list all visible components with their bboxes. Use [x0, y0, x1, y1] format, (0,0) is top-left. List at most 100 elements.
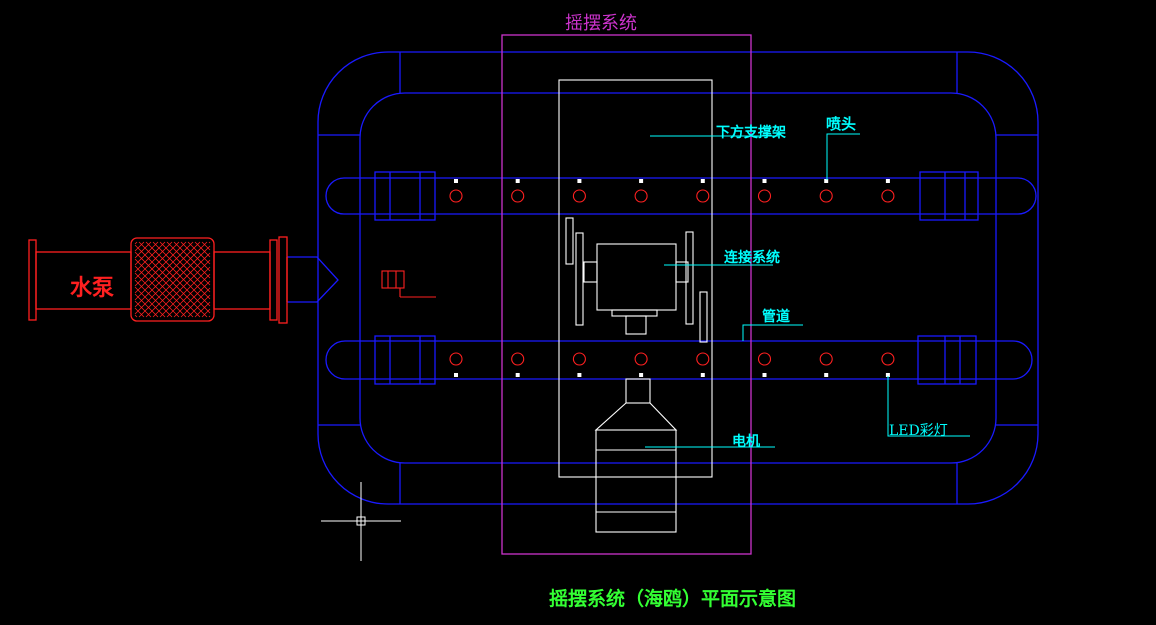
mesh-line [134, 241, 180, 287]
lower-nozzle-3 [572, 352, 586, 366]
upper-nozzle-3 [572, 189, 586, 203]
lower-nozzle-pipe [325, 340, 1033, 380]
upper-led-1 [454, 179, 458, 183]
upper-led-row [454, 179, 890, 183]
nozzle-label: 喷头 [826, 115, 857, 133]
lower-nozzle-7 [819, 352, 833, 366]
mesh-line [134, 244, 208, 318]
mesh-line [134, 241, 201, 308]
mesh-line [134, 241, 145, 252]
lower-support-label: 下方支撑架 [716, 125, 786, 141]
mesh-line [159, 266, 211, 318]
upper-nozzle-row [449, 189, 895, 203]
lower-led-1 [454, 373, 458, 377]
mesh-line [152, 259, 211, 318]
mesh-line [134, 241, 194, 301]
leader-nozzle [826, 133, 860, 180]
lower-nozzle-8 [881, 352, 895, 366]
led-light-label: LED彩灯 [889, 423, 948, 439]
mesh-line [187, 294, 211, 318]
mesh-line [134, 293, 159, 318]
upper-nozzle-4 [634, 189, 648, 203]
lower-nozzle-row [449, 352, 895, 366]
mesh-line [201, 308, 211, 318]
mesh-line [173, 241, 211, 279]
swing-system-boundary [501, 34, 752, 555]
lower-left-coupling [374, 335, 436, 385]
upper-led-8 [885, 179, 890, 183]
mesh-line [145, 241, 211, 307]
mesh-line [173, 280, 211, 318]
outer-pipe-loop [317, 51, 1039, 505]
mesh-line [134, 241, 159, 266]
mesh-line [134, 241, 166, 273]
upper-nozzle-7 [819, 189, 833, 203]
upper-led-4 [639, 179, 644, 183]
mesh-line [166, 273, 211, 318]
upper-nozzle-1 [449, 189, 463, 203]
upper-right-coupling [919, 171, 979, 221]
lower-led-6 [762, 373, 767, 377]
leader-lines [645, 133, 970, 448]
cad-crosshair-cursor [321, 482, 401, 561]
connection-system-label: 连接系统 [724, 250, 780, 266]
upper-left-coupling [374, 171, 436, 221]
upper-led-2 [515, 179, 520, 183]
lower-led-4 [639, 373, 644, 377]
upper-led-5 [700, 179, 705, 183]
valve-symbol [381, 270, 436, 298]
mesh-line [138, 245, 211, 318]
mesh-line [138, 241, 211, 314]
lower-led-5 [700, 373, 705, 377]
lower-right-coupling [917, 335, 977, 385]
mesh-line [159, 241, 211, 293]
mesh-line [134, 307, 145, 318]
mesh-line [134, 258, 194, 318]
mesh-line [134, 241, 173, 280]
mesh-line [194, 241, 211, 258]
mesh-line [145, 252, 211, 318]
upper-nozzle-2 [511, 189, 525, 203]
upper-led-3 [577, 179, 582, 183]
pump-mesh-pattern [134, 241, 211, 318]
lower-nozzle-1 [449, 352, 463, 366]
upper-nozzle-6 [757, 189, 772, 203]
mesh-line [201, 241, 211, 251]
lower-led-7 [824, 373, 829, 377]
mesh-line [180, 287, 211, 318]
mesh-line [208, 241, 211, 244]
lower-nozzle-6 [757, 352, 772, 366]
mesh-line [152, 241, 211, 300]
lower-nozzle-4 [634, 352, 648, 366]
mesh-line [134, 314, 138, 318]
motor-label: 电机 [732, 434, 760, 450]
swing-system-label: 摇摆系统 [565, 13, 637, 34]
lower-led-8 [885, 373, 890, 377]
pump-inlet-taper [287, 256, 339, 303]
water-pump-label: 水泵 [70, 276, 115, 301]
mesh-line [187, 241, 211, 265]
upper-nozzle-8 [881, 189, 895, 203]
lower-nozzle-2 [511, 352, 525, 366]
upper-led-7 [824, 179, 829, 183]
mesh-line [134, 241, 208, 315]
leader-pipe [742, 324, 803, 341]
mesh-line [134, 279, 173, 318]
lower-nozzle-5 [696, 352, 710, 366]
mesh-line [166, 241, 211, 286]
mesh-line [208, 315, 211, 318]
mesh-line [134, 272, 180, 318]
leader-led [887, 376, 970, 437]
mesh-line [134, 241, 138, 245]
pump-mesh-housing [130, 237, 215, 322]
drawing-title: 摇摆系统（海鸥）平面示意图 [549, 588, 797, 610]
upper-led-6 [762, 179, 767, 183]
mesh-line [134, 265, 187, 318]
upper-nozzle-5 [696, 189, 710, 203]
mesh-line [134, 241, 187, 294]
motor-neck [594, 402, 678, 431]
lower-led-2 [515, 373, 520, 377]
motor-body [595, 429, 677, 533]
lower-led-row [454, 373, 890, 377]
